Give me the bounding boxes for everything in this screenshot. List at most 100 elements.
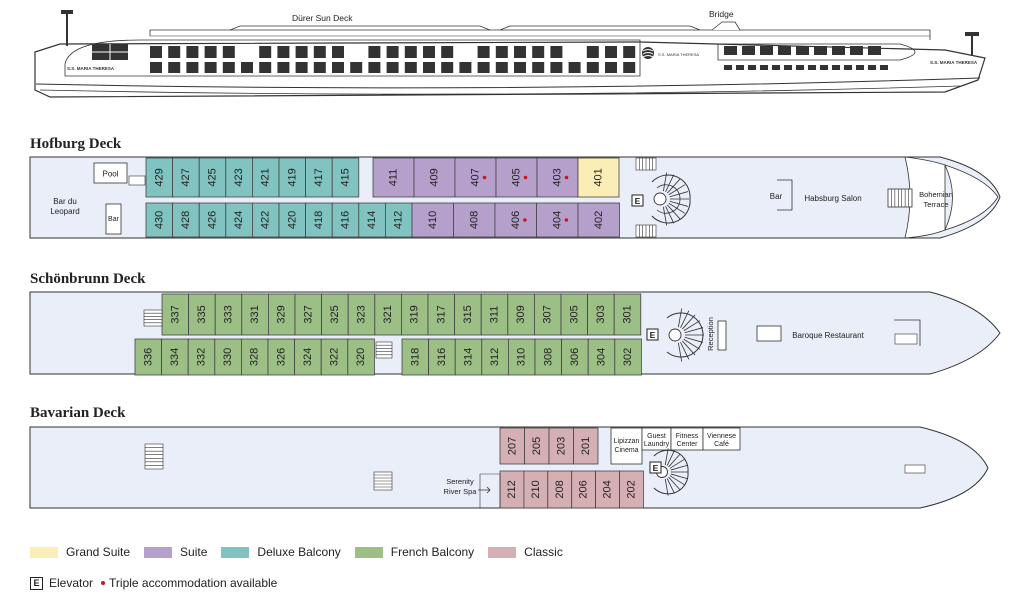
cabin-314[interactable]: 314 <box>454 338 483 376</box>
cabin-303[interactable]: 303 <box>587 293 615 336</box>
cabin-302[interactable]: 302 <box>614 338 642 376</box>
cabin-330[interactable]: 330 <box>214 338 242 376</box>
cabin-number: 327 <box>302 305 314 323</box>
cabin-number: 409 <box>429 168 441 186</box>
cabin-404[interactable]: 404 <box>536 202 579 238</box>
cabin-328[interactable]: 328 <box>240 338 269 376</box>
cabin-box <box>134 338 163 376</box>
cabin-number: 328 <box>249 348 261 366</box>
cabin-401[interactable]: 401 <box>577 157 620 198</box>
cabin-318[interactable]: 318 <box>401 338 430 376</box>
cabin-334[interactable]: 334 <box>161 338 189 376</box>
cabin-317[interactable]: 317 <box>427 293 456 336</box>
cabin-316[interactable]: 316 <box>428 338 456 376</box>
cabin-410[interactable]: 410 <box>411 202 454 238</box>
cabin-403[interactable]: 403 <box>536 157 579 198</box>
cabin-409[interactable]: 409 <box>413 157 456 198</box>
cabin-311[interactable]: 311 <box>480 293 509 336</box>
cabin-205[interactable]: 205 <box>524 427 550 465</box>
cabin-416[interactable]: 416 <box>331 202 360 238</box>
cabin-424[interactable]: 424 <box>225 202 253 238</box>
cabin-box <box>331 202 360 238</box>
cabin-402[interactable]: 402 <box>577 202 620 238</box>
cabin-332[interactable]: 332 <box>187 338 216 376</box>
cabin-box <box>172 202 200 238</box>
cabin-305[interactable]: 305 <box>560 293 589 336</box>
cabin-307[interactable]: 307 <box>534 293 562 336</box>
cabin-428[interactable]: 428 <box>172 202 200 238</box>
cabin-327[interactable]: 327 <box>294 293 323 336</box>
cabin-337[interactable]: 337 <box>161 293 190 336</box>
cabin-331[interactable]: 331 <box>241 293 269 336</box>
legend-label: Deluxe Balcony <box>257 545 341 559</box>
cabin-206[interactable]: 206 <box>571 470 597 509</box>
cabin-number: 335 <box>196 305 208 323</box>
cabin-201[interactable]: 201 <box>573 427 599 465</box>
cabin-box <box>577 157 620 198</box>
cabin-326[interactable]: 326 <box>267 338 296 376</box>
cabin-329[interactable]: 329 <box>267 293 296 336</box>
cabin-number: 204 <box>602 480 614 498</box>
cabin-407[interactable]: 407 <box>454 157 497 198</box>
cabin-308[interactable]: 308 <box>534 338 563 376</box>
cabin-320[interactable]: 320 <box>347 338 375 376</box>
cabin-429[interactable]: 429 <box>145 157 174 198</box>
cabin-422[interactable]: 422 <box>251 202 280 238</box>
cabin-408[interactable]: 408 <box>453 202 496 238</box>
reception-desk <box>717 320 727 351</box>
cabin-425[interactable]: 425 <box>198 157 227 198</box>
cabin-box <box>278 202 307 238</box>
cabin-421[interactable]: 421 <box>251 157 280 198</box>
cabin-324[interactable]: 324 <box>294 338 322 376</box>
cabin-309[interactable]: 309 <box>507 293 535 336</box>
cabin-336[interactable]: 336 <box>134 338 163 376</box>
cabin-411[interactable]: 411 <box>372 157 415 198</box>
cabin-box <box>534 293 562 336</box>
cabin-204[interactable]: 204 <box>595 470 620 509</box>
cabin-335[interactable]: 335 <box>188 293 216 336</box>
cabin-box <box>331 157 360 198</box>
cabin-number: 404 <box>551 211 563 229</box>
cabin-202[interactable]: 202 <box>619 470 644 509</box>
cabin-319[interactable]: 319 <box>400 293 429 336</box>
cabin-310[interactable]: 310 <box>507 338 536 376</box>
stair-lines <box>891 189 909 207</box>
cabin-325[interactable]: 325 <box>321 293 349 336</box>
cabin-box <box>251 157 280 198</box>
cabin-208[interactable]: 208 <box>547 470 573 509</box>
cabin-301[interactable]: 301 <box>613 293 642 336</box>
cabin-321[interactable]: 321 <box>374 293 402 336</box>
cabin-box <box>372 157 415 198</box>
cabin-430[interactable]: 430 <box>145 202 174 238</box>
cabin-417[interactable]: 417 <box>305 157 333 198</box>
stair-lines <box>639 158 653 237</box>
cabin-304[interactable]: 304 <box>587 338 616 376</box>
cabin-419[interactable]: 419 <box>278 157 307 198</box>
legend-swatch <box>144 546 173 558</box>
cabin-210[interactable]: 210 <box>523 470 549 509</box>
cabin-number: 402 <box>593 211 605 229</box>
cabin-box <box>619 470 644 509</box>
cabin-315[interactable]: 315 <box>454 293 482 336</box>
stairs-icon <box>375 341 393 359</box>
cabin-323[interactable]: 323 <box>347 293 376 336</box>
cabin-212[interactable]: 212 <box>499 470 525 509</box>
cabin-312[interactable]: 312 <box>481 338 509 376</box>
cabin-406[interactable]: 406 <box>494 202 537 238</box>
cabin-333[interactable]: 333 <box>214 293 243 336</box>
cabin-405[interactable]: 405 <box>495 157 538 198</box>
cabin-414[interactable]: 414 <box>358 202 386 238</box>
cabin-420[interactable]: 420 <box>278 202 307 238</box>
cabin-423[interactable]: 423 <box>225 157 253 198</box>
cabin-412[interactable]: 412 <box>384 202 413 238</box>
cabin-306[interactable]: 306 <box>561 338 589 376</box>
cabin-322[interactable]: 322 <box>320 338 349 376</box>
cabin-415[interactable]: 415 <box>331 157 360 198</box>
cabin-418[interactable]: 418 <box>305 202 333 238</box>
cabin-207[interactable]: 207 <box>499 427 525 465</box>
cabin-426[interactable]: 426 <box>198 202 227 238</box>
cabin-203[interactable]: 203 <box>548 427 574 465</box>
cabin-427[interactable]: 427 <box>172 157 200 198</box>
stairs-icon <box>756 325 782 342</box>
